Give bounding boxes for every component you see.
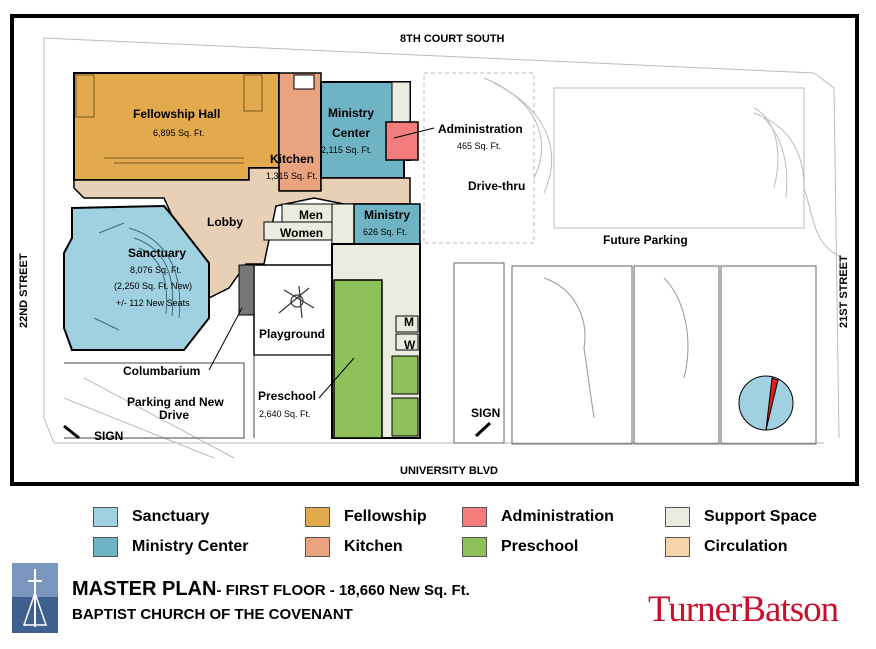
street-east: 21ST STREET [838,255,850,328]
w-label: W [404,338,416,352]
legend-support-space: Support Space [665,507,817,527]
legend-swatch [93,507,118,527]
fellowship-hall-label: Fellowship Hall [133,107,221,121]
preschool-label: Preschool [258,389,317,403]
legend-label: Circulation [704,538,788,555]
legend: Sanctuary Fellowship Administration Supp… [0,495,876,565]
street-south: UNIVERSITY BLVD [400,465,498,477]
ministry-center-area-text: 2,115 Sq. Ft. [321,145,372,155]
street-west: 22ND STREET [18,253,30,328]
ministry-label: Ministry [364,208,411,222]
brand-logo-text: TurnerBatson [648,589,839,630]
sanctuary-label: Sanctuary [128,246,187,260]
street-north: 8TH COURT SOUTH [400,33,505,45]
parking-label-2: Drive [159,408,190,422]
legend-label: Support Space [704,508,817,525]
legend-swatch [305,507,330,527]
sanctuary-area-text: 8,076 Sq. Ft. [130,265,182,275]
preschool-area-text: 2,640 Sq. Ft. [259,409,311,419]
ministry-center-label-2: Center [332,126,371,140]
kitchen-area [278,72,322,192]
women-label: Women [280,226,324,240]
men-label: Men [299,208,323,222]
legend-label: Fellowship [344,508,427,525]
fellowship-hall-area [73,72,280,181]
legend-kitchen: Kitchen [305,537,403,557]
sanctuary-note-2: +/- 112 New Seats [116,298,190,308]
legend-label: Ministry Center [132,538,249,555]
playground-label: Playground [259,327,326,341]
steeple-logo [12,563,58,633]
future-parking-label: Future Parking [603,233,688,247]
parking-label-1: Parking and New [127,395,224,409]
plan-title-main: MASTER PLAN [72,578,217,600]
administration-area-text: 465 Sq. Ft. [457,141,502,151]
legend-sanctuary: Sanctuary [93,507,209,527]
legend-swatch [93,537,118,557]
administration-area [385,121,419,161]
legend-preschool: Preschool [462,537,578,557]
church-name: BAPTIST CHURCH OF THE COVENANT [72,606,353,623]
plan-title-detail: - FIRST FLOOR - 18,660 New Sq. Ft. [216,582,470,599]
playground-area [253,264,333,356]
legend-swatch [462,507,487,527]
sign-left-label: SIGN [94,429,124,443]
kitchen-label: Kitchen [270,152,315,166]
future-parking-lots [453,262,817,445]
site-plan: 8TH COURT SOUTH UNIVERSITY BLVD 22ND STR… [10,14,859,486]
legend-ministry-center: Ministry Center [93,537,248,557]
columbarium-label: Columbarium [123,364,201,378]
sanctuary-note-1: (2,250 Sq. Ft. New) [114,281,193,291]
drive-thru-label: Drive-thru [468,179,526,193]
compass-icon [738,375,794,431]
legend-swatch [665,537,690,557]
lobby-label: Lobby [207,215,243,229]
legend-label: Administration [501,508,614,525]
legend-label: Preschool [501,538,579,555]
legend-label: Kitchen [344,538,403,555]
fellowship-hall-area-text: 6,895 Sq. Ft. [153,128,205,138]
kitchen-area-text: 1,315 Sq. Ft. [266,171,318,181]
legend-swatch [305,537,330,557]
ministry-center-label-1: Ministry [328,106,375,120]
legend-circulation: Circulation [665,537,788,557]
legend-fellowship: Fellowship [305,507,427,527]
m-label: M [404,315,414,329]
site-lines [43,37,845,459]
legend-swatch [665,507,690,527]
sanctuary-area [63,204,210,351]
plan-drawing [43,37,845,459]
administration-label: Administration [438,122,523,136]
plan-title: MASTER PLAN- FIRST FLOOR - 18,660 New Sq… [72,578,470,601]
legend-label: Sanctuary [132,508,210,525]
legend-administration: Administration [462,507,614,527]
ministry-area [353,203,421,245]
ministry-area-text: 626 Sq. Ft. [363,227,408,237]
legend-swatch [462,537,487,557]
sign-right-label: SIGN [471,406,501,420]
